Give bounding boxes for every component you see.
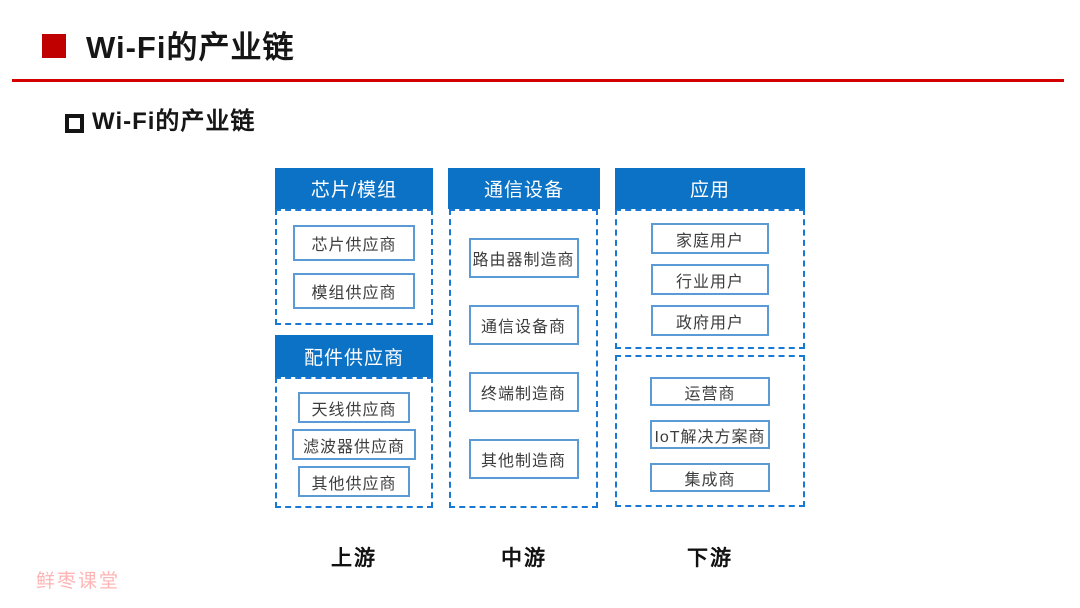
module-supplier-node: 模组供应商 [293,273,415,309]
comm-equipment-group-header: 通信设备 [448,168,600,209]
operator-node: 运营商 [650,377,770,406]
title-bullet-square-icon [42,34,66,58]
stage-label-midstream: 中游 [501,547,547,570]
integrator-node: 集成商 [650,463,770,492]
chip-module-group-header: 芯片/模组 [275,168,433,209]
other-manufacturer-node: 其他制造商 [468,439,579,479]
accessory-supplier-group-header: 配件供应商 [275,335,433,377]
application-group-header: 应用 [615,168,805,209]
application-users-group-box: 家庭用户 行业用户 政府用户 [615,209,805,349]
application-providers-group-box: 运营商 IoT解决方案商 集成商 [615,355,805,507]
chip-module-group-box: 芯片供应商 模组供应商 [275,209,433,325]
other-supplier-node: 其他供应商 [298,466,410,497]
industry-user-node: 行业用户 [651,264,769,295]
iot-solution-provider-node: IoT解决方案商 [650,420,770,449]
page-title: Wi-Fi的产业链 [86,30,295,65]
stage-label-upstream: 上游 [331,547,377,570]
stage-label-downstream: 下游 [687,547,733,570]
section-title: Wi-Fi的产业链 [92,108,256,135]
subtitle-bullet-square-icon [65,114,84,133]
antenna-supplier-node: 天线供应商 [298,392,410,423]
accessory-supplier-group-box: 天线供应商 滤波器供应商 其他供应商 [275,377,433,508]
router-manufacturer-node: 路由器制造商 [468,238,579,278]
title-divider-line [12,79,1064,82]
terminal-manufacturer-node: 终端制造商 [468,372,579,412]
comm-equipment-vendor-node: 通信设备商 [468,305,579,345]
filter-supplier-node: 滤波器供应商 [292,429,416,460]
government-user-node: 政府用户 [651,305,769,336]
comm-equipment-group-box: 路由器制造商 通信设备商 终端制造商 其他制造商 [449,209,598,508]
chip-supplier-node: 芯片供应商 [293,225,415,261]
watermark-brand: 鲜枣课堂 [36,571,121,592]
home-user-node: 家庭用户 [651,223,769,254]
